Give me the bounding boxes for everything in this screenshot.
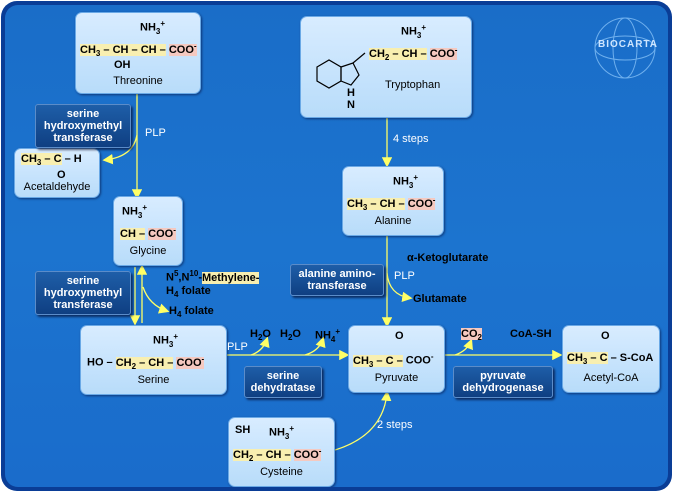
pathway-canvas: NH3+ CH3 – CH – CH – COO- OH Threonine N… [5, 5, 668, 487]
biocarta-logo-icon [594, 17, 656, 79]
acetyl-coa-o: O [601, 330, 610, 342]
alanine-box[interactable]: NH3+ CH3 – CH – COO- Alanine [342, 166, 444, 236]
arrow-to-acetaldehyde [102, 134, 138, 165]
acetaldehyde-name: Acetaldehyde [23, 181, 91, 193]
acetyl-coa-formula: CH3 – C – S-CoA [567, 352, 654, 367]
threonine-box[interactable]: NH3+ CH3 – CH – CH – COO- OH Threonine [75, 12, 201, 94]
h4-folate-label: H4 folate [169, 305, 214, 320]
tryptophan-formula: CH2 – CH – COO- [369, 45, 458, 62]
indole-ring [316, 52, 366, 89]
glycine-formula: CH – COO- [120, 225, 176, 240]
serine-formula: HO – CH2 – CH – COO- [87, 354, 205, 371]
glycine-box[interactable]: NH3+ CH – COO- Glycine [113, 196, 183, 266]
alanine-nh3: NH3+ [393, 173, 419, 190]
enzyme-pyruvate-dehydrogenase[interactable]: pyruvate dehydrogenase [453, 366, 553, 398]
pyruvate-name: Pyruvate [374, 372, 419, 384]
tryptophan-nh3: NH3+ [401, 23, 427, 40]
threonine-nh3: NH3+ [140, 19, 166, 36]
four-steps-label: 4 steps [393, 133, 429, 145]
cysteine-nh3: NH3+ [269, 424, 295, 441]
arrow-h2o [250, 336, 270, 356]
arrow-cysteine-pyruvate [334, 390, 392, 451]
arrows-layer [102, 93, 563, 451]
threonine-formula: CH3 – CH – CH – COO- [80, 41, 197, 58]
cysteine-sh: SH [235, 424, 251, 436]
arrow-glutamate [386, 272, 413, 303]
tryptophan-name: Tryptophan [385, 79, 441, 91]
serine-name: Serine [137, 374, 170, 386]
alanine-formula: CH3 – CH – COO- [347, 195, 436, 212]
cysteine-formula: CH2 – CH – COO- [233, 446, 322, 463]
alpha-ketoglutarate-label: α-Ketoglutarate [407, 252, 489, 264]
arrow-nh4 [304, 336, 326, 356]
coa-sh-label: CoA-SH [510, 328, 552, 340]
acetaldehyde-formula: CH3 – C – H [21, 153, 82, 168]
glycine-name: Glycine [129, 245, 167, 257]
co2-label: CO2 [461, 328, 482, 343]
biocarta-logo-text: BIOCARTA [597, 39, 658, 50]
plp-label-1: PLP [145, 127, 166, 139]
h2o-label-1: H2O [250, 328, 271, 343]
acetaldehyde-box[interactable]: CH3 – C – H O Acetaldehyde [14, 148, 100, 198]
threonine-name: Threonine [113, 75, 163, 87]
pyruvate-o: O [395, 330, 404, 342]
enzyme-serine-hydroxymethyltransferase-2[interactable]: serine hydroxymethyl transferase [35, 271, 131, 315]
enzyme-alanine-aminotransferase[interactable]: alanine amino-transferase [290, 264, 384, 296]
pyruvate-formula: CH3 – C – COO- [353, 352, 434, 369]
arrow-folate [142, 286, 170, 314]
cysteine-box[interactable]: SH NH3+ CH2 – CH – COO- Cysteine [228, 417, 335, 487]
pyruvate-box[interactable]: O CH3 – C – COO- Pyruvate [348, 325, 445, 393]
nh4-label: NH4+ [315, 327, 341, 344]
cysteine-name: Cysteine [260, 466, 303, 478]
methylene-folate-label: N5,N10-Methylene-H4 folate [166, 269, 260, 299]
glycine-nh3: NH3+ [122, 203, 148, 220]
alanine-name: Alanine [374, 215, 412, 227]
two-steps-label: 2 steps [377, 419, 413, 431]
acetyl-coa-box[interactable]: O CH3 – C – S-CoA Acetyl-CoA [562, 325, 660, 393]
h2o-label-2: H2O [280, 328, 301, 343]
enzyme-serine-hydroxymethyltransferase-1[interactable]: serine hydroxymethyl transferase [35, 104, 131, 148]
plp-label-3: PLP [227, 341, 248, 353]
glutamate-label: Glutamate [413, 293, 467, 305]
enzyme-serine-dehydratase[interactable]: serine dehydratase [244, 366, 322, 398]
acetaldehyde-o: O [57, 169, 66, 181]
serine-nh3: NH3+ [153, 332, 179, 349]
threonine-oh: OH [114, 59, 131, 71]
arrow-co2 [454, 338, 473, 356]
serine-box[interactable]: NH3+ HO – CH2 – CH – COO- Serine [80, 325, 227, 395]
acetyl-coa-name: Acetyl-CoA [583, 372, 639, 384]
plp-label-2: PLP [394, 270, 415, 282]
